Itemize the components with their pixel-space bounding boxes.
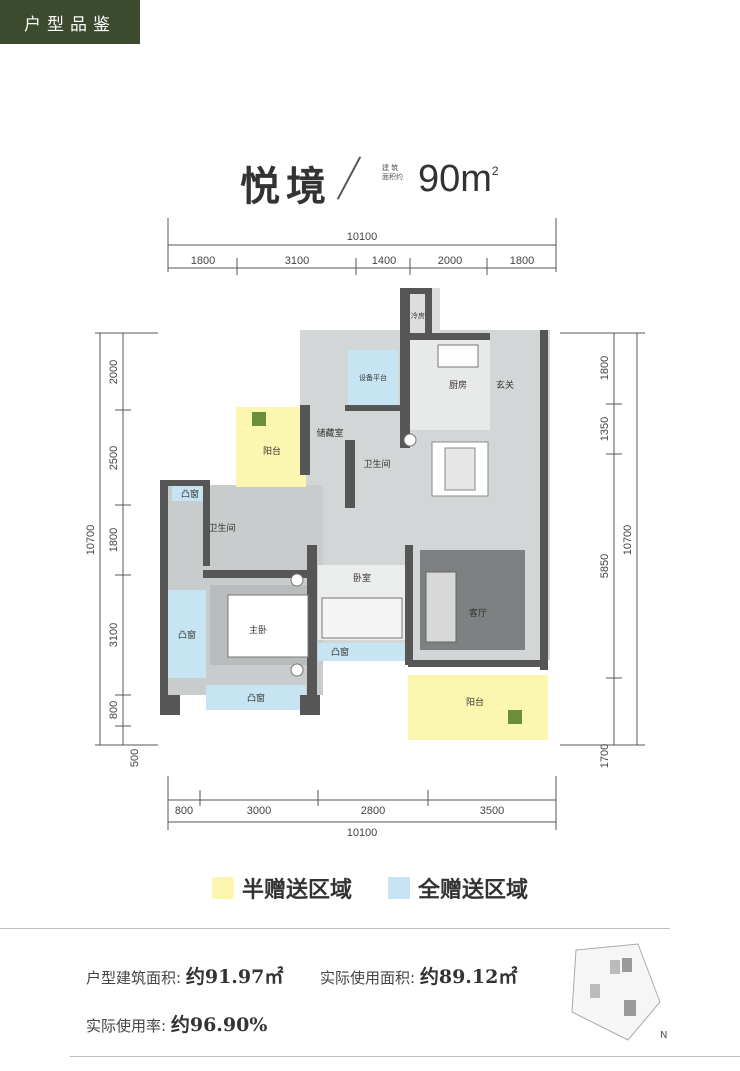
room-bay-d: 凸窗 — [331, 646, 349, 658]
room-bay-b: 凸窗 — [178, 629, 196, 641]
right-dim-2: 1350 — [599, 417, 611, 441]
room-equipment: 设备平台 — [359, 373, 387, 382]
top-total-dim: 10100 — [347, 231, 378, 243]
left-dim-5: 800 — [108, 701, 120, 719]
bay-b-zone — [168, 590, 206, 678]
left-total-dim: 10700 — [85, 525, 97, 556]
unit-title: 悦境 建 筑 面积约 90m2 — [240, 148, 520, 210]
bottom-total-dim: 10100 — [347, 827, 378, 839]
area-note: 建 筑 面积约 — [382, 164, 412, 182]
balcony-b-zone — [408, 675, 548, 740]
build-area-label: 户型建筑面积: — [86, 969, 182, 987]
legend-full-label: 全赠送区域 — [418, 877, 529, 903]
right-dimensions — [560, 332, 645, 746]
top-dim-1: 1800 — [191, 255, 215, 267]
room-bay-c: 凸窗 — [247, 692, 265, 704]
bay-d-zone — [318, 643, 406, 661]
legend-half-label: 半赠送区域 — [242, 877, 353, 903]
site-key-plan — [571, 943, 661, 1041]
room-bay-a: 凸窗 — [181, 488, 199, 500]
unit-area-value: 90m — [418, 158, 492, 200]
divider-top — [0, 928, 670, 929]
room-balcony-a: 阳台 — [263, 445, 281, 457]
legend-half-gift: 半赠送区域 — [212, 872, 352, 904]
section-tag: 户型品鉴 — [0, 0, 140, 44]
top-dim-2: 3100 — [285, 255, 309, 267]
floor-plan: 10100 1800 3100 1400 2000 1800 800 3000 … — [85, 218, 645, 839]
room-bathroom-a: 卫生间 — [363, 458, 390, 470]
use-rate: 实际使用率: 约96.90% — [86, 1010, 267, 1037]
right-dim-1: 1800 — [599, 356, 611, 380]
bay-a-zone — [172, 483, 206, 501]
balcony-a-zone — [236, 407, 306, 487]
bottom-dim-4: 3500 — [480, 805, 504, 817]
left-dim-4: 3100 — [108, 623, 120, 647]
room-cold: 冷房 — [411, 311, 425, 320]
use-area: 实际使用面积: 约89.12㎡ — [320, 962, 517, 989]
left-dim-2: 2500 — [108, 446, 120, 470]
area-note-line1: 建 筑 — [382, 164, 399, 172]
use-rate-value: 约96.90% — [170, 1014, 268, 1036]
top-dimensions — [167, 218, 557, 275]
top-dim-5: 1800 — [510, 255, 534, 267]
unit-name: 悦境 — [240, 163, 332, 210]
room-bedroom: 卧室 — [353, 572, 371, 584]
equipment-zone — [348, 350, 398, 405]
room-bathroom-b: 卫生间 — [208, 522, 235, 534]
use-area-value: 约89.12㎡ — [419, 966, 518, 988]
build-area-value: 约91.97㎡ — [185, 966, 284, 988]
right-dim-4: 1700 — [599, 744, 611, 768]
legend-full-swatch — [388, 877, 410, 899]
bay-c-zone — [206, 685, 306, 710]
build-area: 户型建筑面积: 约91.97㎡ — [86, 962, 283, 989]
room-kitchen: 厨房 — [449, 379, 467, 391]
right-dim-3: 5850 — [599, 554, 611, 578]
room-entry: 玄关 — [496, 379, 514, 391]
bottom-dim-1: 800 — [175, 805, 193, 817]
top-dim-3: 1400 — [372, 255, 396, 267]
area-note-line2: 面积约 — [382, 173, 403, 181]
left-dim-1: 2000 — [108, 360, 120, 384]
legend-half-swatch — [212, 877, 234, 899]
bottom-dim-3: 2800 — [361, 805, 385, 817]
room-storage: 储藏室 — [316, 427, 343, 439]
legend-full-gift: 全赠送区域 — [388, 872, 528, 904]
right-total-dim: 10700 — [622, 525, 634, 556]
bottom-dimensions — [167, 776, 557, 830]
use-area-label: 实际使用面积: — [320, 969, 416, 987]
room-living: 客厅 — [469, 607, 487, 619]
top-dim-4: 2000 — [438, 255, 462, 267]
bottom-dim-2: 3000 — [247, 805, 271, 817]
furniture — [227, 344, 522, 724]
room-master: 主卧 — [249, 624, 267, 636]
walls — [160, 288, 548, 715]
room-balcony-b: 阳台 — [466, 696, 484, 708]
use-rate-label: 实际使用率: — [86, 1017, 167, 1035]
unit-area: 90m2 — [418, 158, 499, 201]
left-dim-6: 500 — [129, 749, 141, 767]
unit-area-sup: 2 — [491, 164, 499, 178]
divider-bottom — [70, 1056, 740, 1057]
left-dim-3: 1800 — [108, 528, 120, 552]
north-indicator: N — [660, 1030, 668, 1041]
left-dimensions — [95, 332, 158, 746]
